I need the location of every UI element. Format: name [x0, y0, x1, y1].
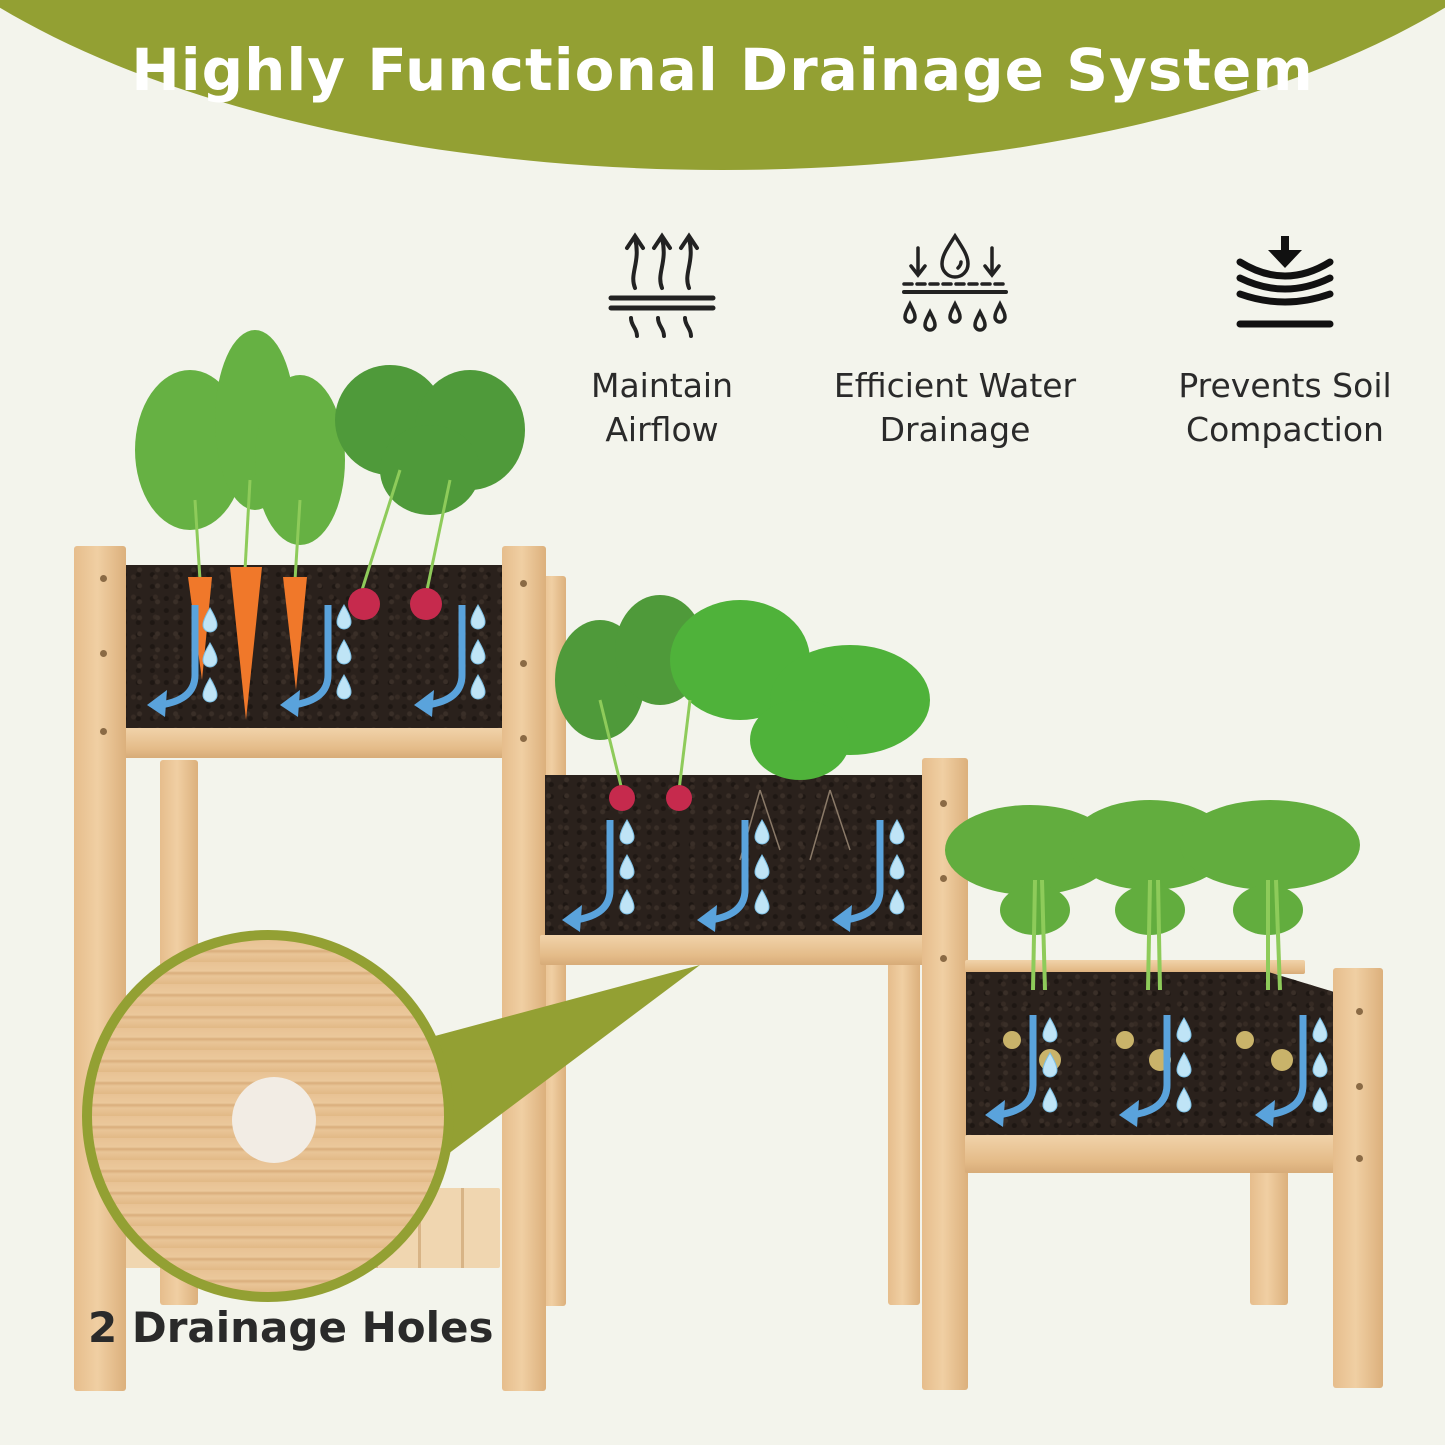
wood-rail: [540, 935, 935, 965]
screw: [940, 800, 947, 807]
feature-airflow-line1: Maintain: [590, 366, 734, 405]
page-title: Highly Functional Drainage System: [131, 36, 1314, 104]
feature-drainage-line1: Efficient Water: [833, 366, 1077, 405]
screw: [520, 660, 527, 667]
screw: [520, 580, 527, 587]
screw: [100, 728, 107, 735]
soil-compaction-icon: [1236, 236, 1334, 328]
airflow-icon: [608, 232, 716, 338]
wood-post: [74, 546, 126, 1391]
callout-caption: 2 Drainage Holes: [88, 1303, 494, 1352]
feature-drainage-line2: Drainage: [879, 410, 1031, 449]
screw: [1356, 1155, 1363, 1162]
screw: [940, 875, 947, 882]
wood-rail: [965, 960, 1305, 974]
feature-soil-line2: Compaction: [1186, 410, 1384, 449]
wood-rail: [965, 1135, 1345, 1173]
screw: [520, 735, 527, 742]
screw: [100, 650, 107, 657]
wood-closeup: [92, 940, 444, 1292]
wood-rail: [115, 728, 510, 758]
feature-airflow-line2: Airflow: [605, 410, 719, 449]
drainage-hole: [232, 1077, 316, 1163]
feature-soil: Prevents Soil Compaction: [1135, 228, 1435, 452]
screw: [940, 955, 947, 962]
screw: [100, 575, 107, 582]
feature-airflow: Maintain Airflow: [512, 228, 812, 452]
water-drainage-icon: [902, 232, 1008, 332]
wood-post: [502, 546, 546, 1391]
feature-drainage: Efficient Water Drainage: [805, 228, 1105, 452]
wood-post: [1333, 968, 1383, 1388]
drainage-hole-callout: [82, 930, 454, 1302]
wood-post: [1250, 1170, 1288, 1305]
screw: [1356, 1008, 1363, 1015]
feature-soil-line1: Prevents Soil: [1178, 366, 1392, 405]
screw: [1356, 1083, 1363, 1090]
wood-post: [888, 960, 920, 1305]
